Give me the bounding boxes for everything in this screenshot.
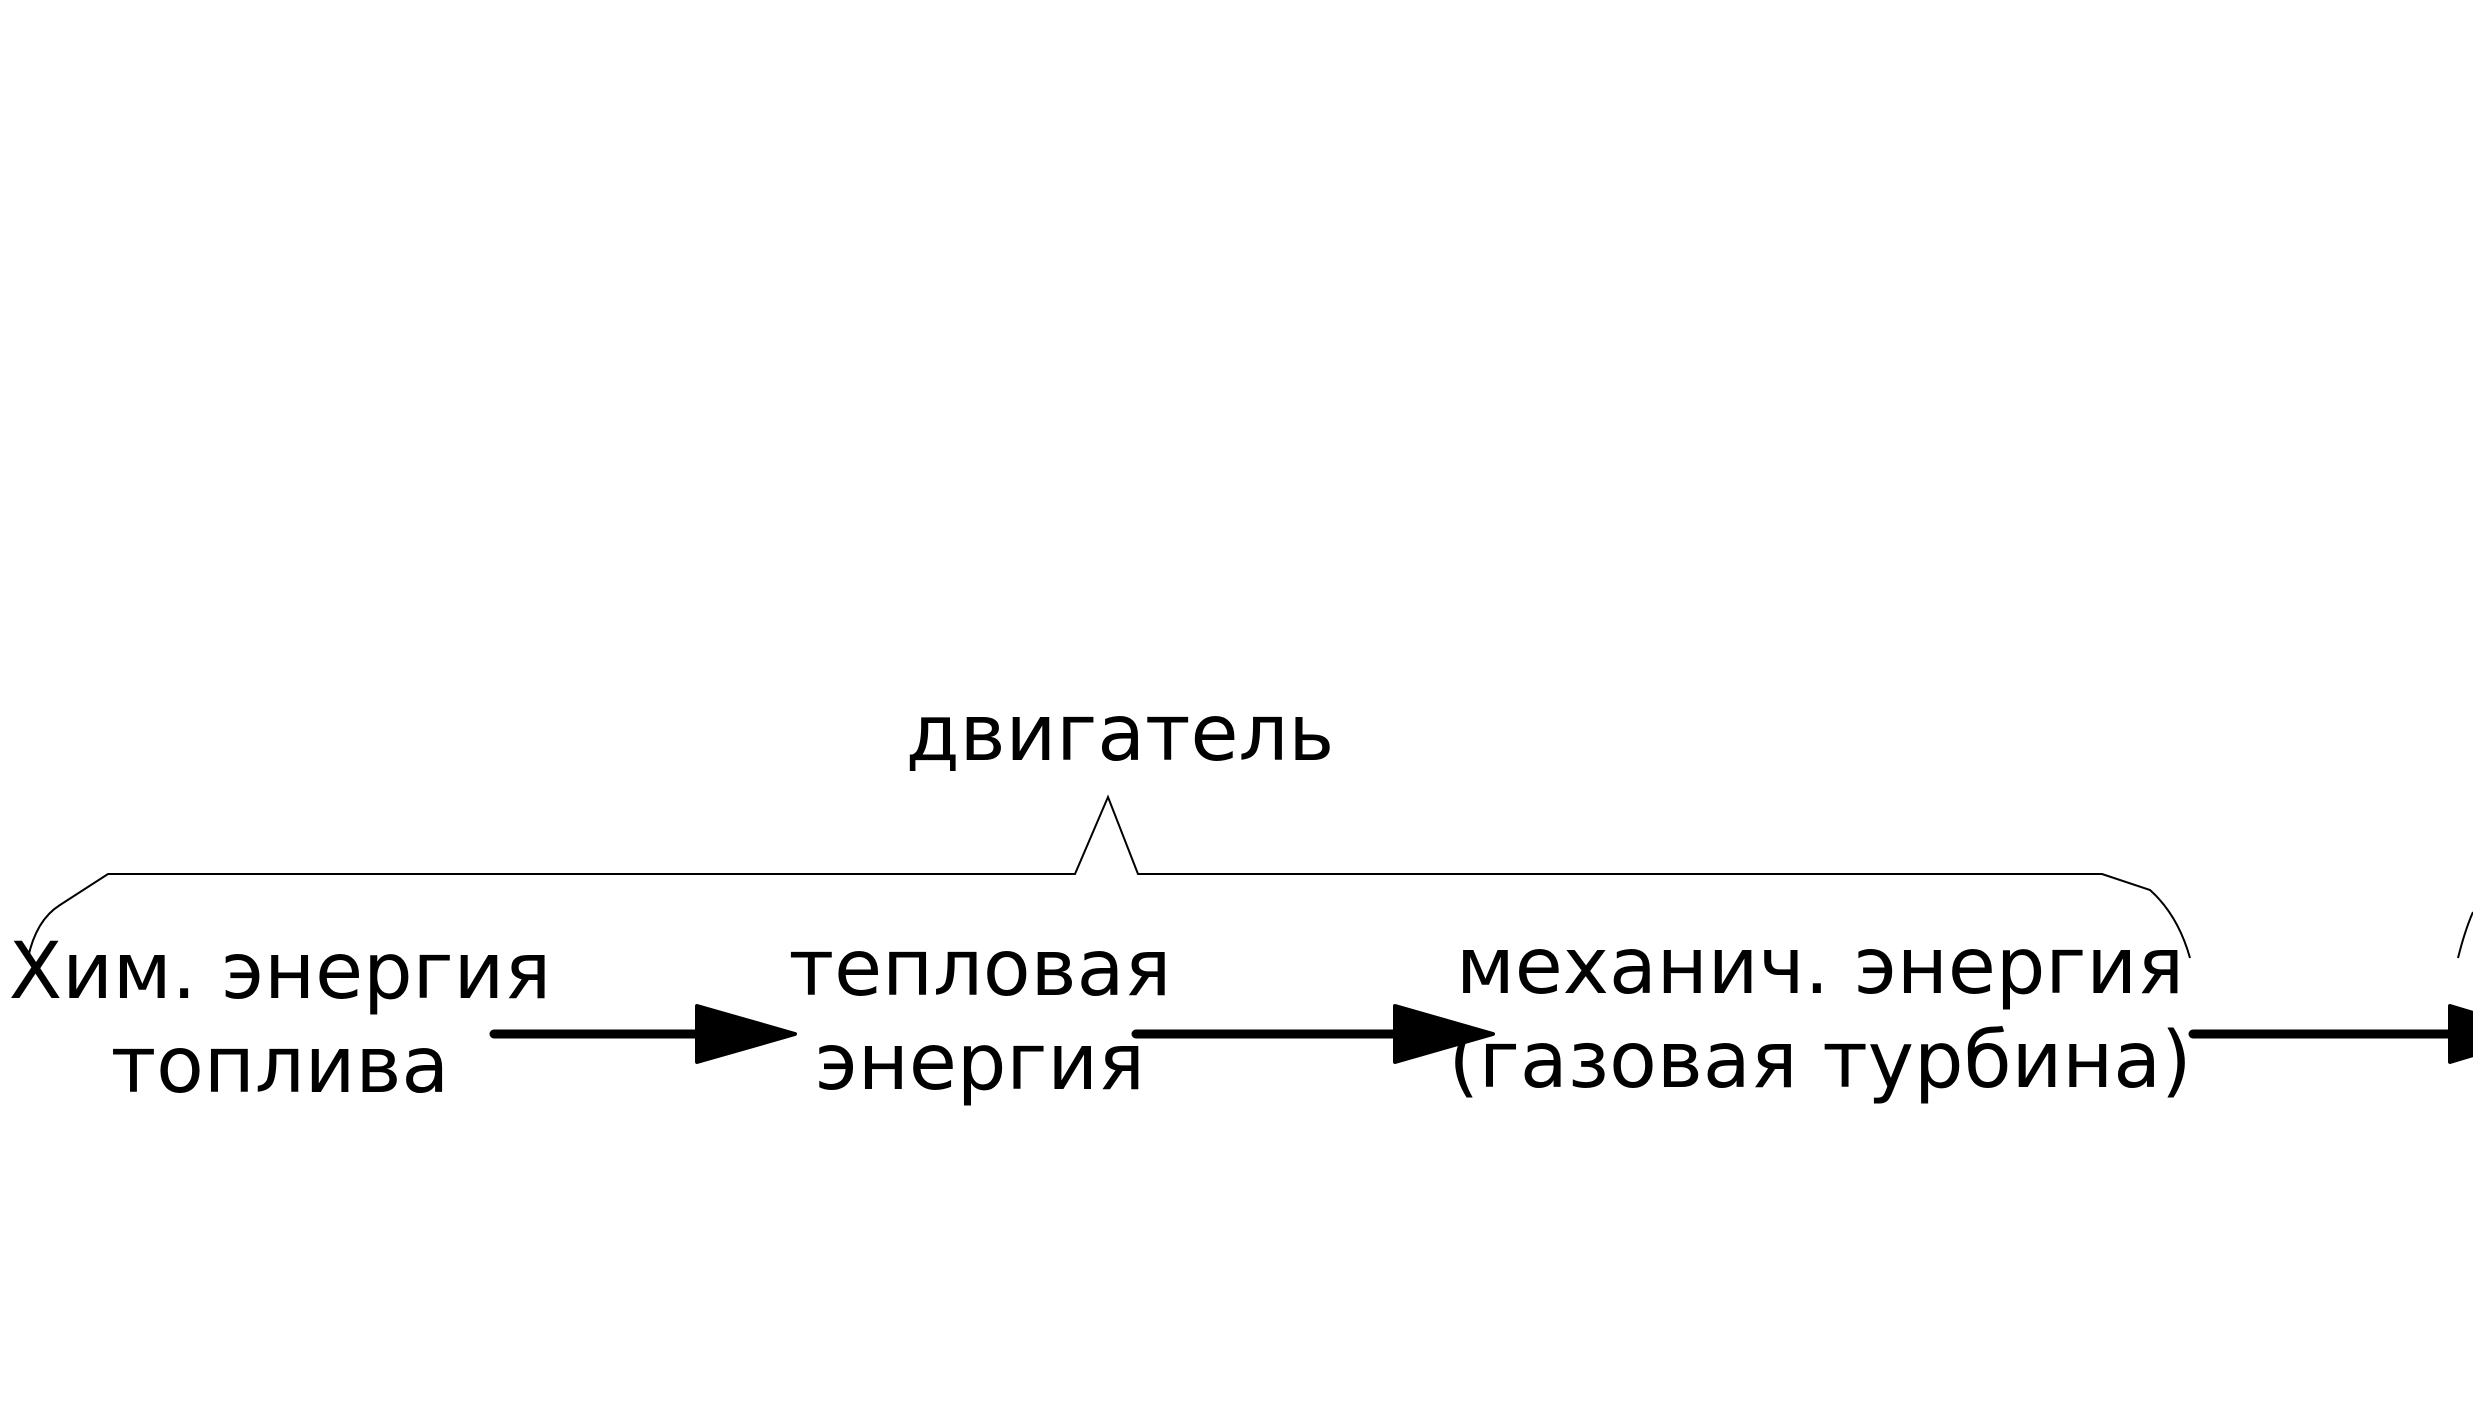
node-chemical-energy-line-1: Хим. энергия xyxy=(9,927,551,1017)
node-thermal-energy-line-2: энергия xyxy=(815,1018,1145,1108)
arrow-chem-to-heat xyxy=(489,1004,797,1064)
node-mechanical-energy-line-1: механич. энергия xyxy=(1456,922,2184,1012)
node-thermal-energy-line-1: тепловая xyxy=(789,924,1172,1014)
next-group-brace-fragment xyxy=(2457,911,2473,959)
engine-brace xyxy=(27,794,2191,959)
node-chemical-energy: Хим. энергия топлива xyxy=(9,927,551,1111)
arrow-mech-to-next-head xyxy=(2448,1004,2473,1064)
group-label-engine: двигатель xyxy=(906,689,1335,779)
node-mechanical-energy-line-2: (газовая турбина) xyxy=(1448,1016,2191,1106)
node-chemical-energy-line-2: топлива xyxy=(111,1021,449,1111)
arrow-chem-to-heat-head xyxy=(695,1004,797,1064)
node-thermal-energy: тепловая энергия xyxy=(789,924,1172,1108)
arrow-heat-to-mech-head xyxy=(1393,1004,1495,1064)
node-mechanical-energy: механич. энергия (газовая турбина) xyxy=(1448,922,2191,1106)
arrow-heat-to-mech xyxy=(1131,1004,1495,1064)
arrow-mech-to-next xyxy=(2188,1004,2473,1064)
